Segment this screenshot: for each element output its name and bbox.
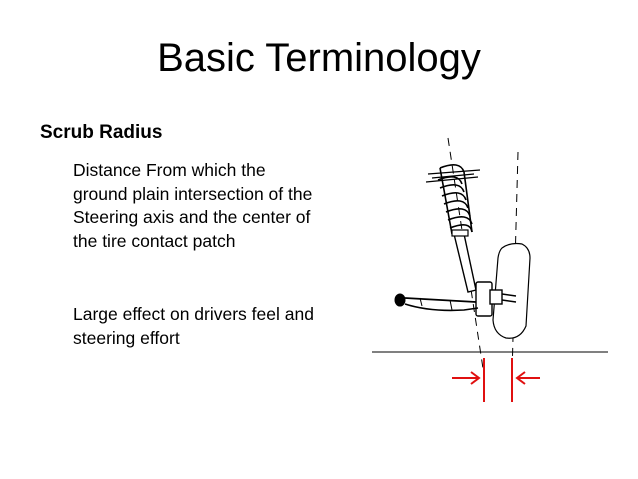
effect-paragraph: Large effect on drivers feel and steerin… (73, 304, 314, 348)
slide-title: Basic Terminology (157, 36, 481, 80)
scrub-radius-markers (452, 358, 540, 402)
strut-tube (453, 233, 477, 293)
section-heading: Scrub Radius (40, 122, 163, 143)
steering-knuckle (475, 281, 517, 317)
coil-spring (437, 164, 473, 235)
strut-collar (451, 229, 469, 237)
spring-mount-top (425, 169, 481, 183)
definition-paragraph: Distance From which the ground plain int… (73, 160, 313, 251)
lower-control-arm (394, 293, 479, 312)
tire-outline (492, 242, 531, 339)
scrub-radius-diagram (372, 137, 608, 402)
